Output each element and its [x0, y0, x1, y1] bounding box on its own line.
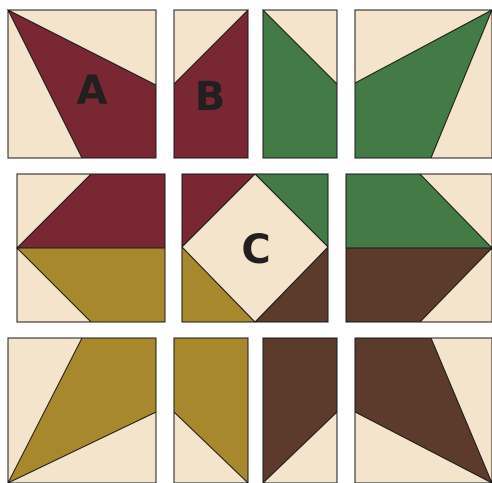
patch-row3-col4 — [355, 338, 492, 483]
patch-row3-col1 — [8, 338, 156, 483]
patch-row1-col3 — [263, 10, 337, 158]
label-b: B — [195, 74, 226, 120]
label-c: C — [241, 227, 270, 273]
patch-row3-col3 — [263, 338, 337, 483]
patch-row1-col4 — [355, 10, 492, 158]
patch-row3-col2 — [174, 338, 248, 483]
patch-row2-col3 — [346, 174, 492, 322]
patch-row2-col1 — [17, 174, 165, 322]
label-a: A — [77, 68, 108, 114]
